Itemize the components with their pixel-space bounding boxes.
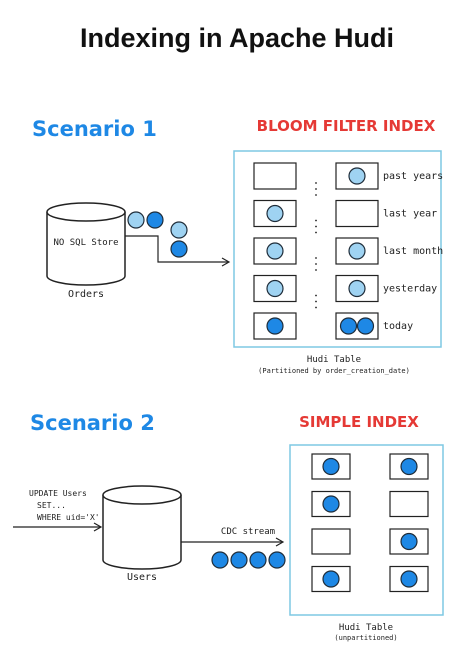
bloom-filter-index-title: BLOOM FILTER INDEX (257, 117, 436, 135)
scenario-1-heading: Scenario 1 (32, 117, 157, 141)
scenario-1: Scenario 1 BLOOM FILTER INDEX NO SQL Sto… (32, 117, 443, 375)
ellipsis-dot (315, 188, 317, 190)
file-box (335, 199, 379, 228)
file-group-row (311, 490, 429, 518)
partition-label: past years (383, 171, 443, 182)
cdc-record-dot (230, 551, 248, 569)
cdc-record-dot (211, 551, 229, 569)
record-dot (266, 317, 284, 335)
ellipsis-dot (315, 219, 317, 222)
hudi-table-caption: Hudi Table (339, 623, 393, 633)
ellipsis-dot (315, 194, 317, 196)
ellipsis-dot (315, 300, 317, 303)
partition-row: last year (253, 199, 437, 234)
incoming-record-dot (127, 211, 145, 229)
partition-row: last month (253, 237, 443, 271)
record-dot (322, 570, 340, 588)
incoming-record-dot (170, 221, 188, 239)
partition-row: yesterday (253, 274, 437, 309)
file-box (253, 274, 297, 303)
ellipsis-dot (315, 225, 317, 228)
ellipsis-dot (315, 269, 317, 271)
record-dot (400, 532, 418, 551)
cdc-record-dot (249, 551, 267, 569)
partition-label: yesterday (383, 284, 437, 295)
hudi-table-subcaption: (Partitioned by order_creation_date) (258, 367, 410, 375)
ellipsis-dot (315, 306, 317, 309)
ellipsis-dot (315, 257, 317, 259)
partition-label: last year (383, 209, 437, 220)
update-arrowhead (93, 522, 103, 532)
file-box (311, 528, 351, 555)
record-dot (322, 457, 340, 476)
record-dot (356, 317, 375, 335)
partition-rows: past years last year last month yesterday to… (253, 162, 443, 340)
partition-label: last month (383, 246, 443, 257)
ellipsis-dot (315, 231, 317, 234)
file-group-row (311, 453, 429, 480)
ellipsis-dot (315, 182, 317, 184)
record-dot (400, 570, 418, 588)
update-statement-line: SET... (37, 501, 66, 510)
partition-row: past years (253, 162, 443, 196)
cdc-stream-arrowhead (275, 537, 285, 547)
file-box (253, 162, 297, 190)
record-dot (322, 495, 340, 513)
record-dot (339, 317, 358, 335)
orders-caption: Orders (68, 289, 104, 300)
partition-row: today (253, 312, 413, 340)
cdc-stream-label: CDC stream (221, 527, 275, 537)
ellipsis-dot (315, 263, 317, 265)
incoming-record-dot (146, 211, 164, 229)
record-dot (266, 279, 284, 298)
ellipsis-dot (315, 294, 317, 297)
partition-label: today (383, 321, 413, 332)
orders-flow-arrowhead (221, 257, 231, 267)
file-group-row (311, 565, 429, 593)
file-box (389, 490, 429, 518)
update-statement-line: WHERE uid='X' (37, 513, 100, 522)
simple-index-title: SIMPLE INDEX (299, 413, 419, 431)
orders-flow-arrow (125, 235, 228, 263)
users-caption: Users (127, 572, 157, 583)
file-group-rows (311, 453, 429, 593)
record-dot (400, 457, 418, 476)
record-dot (348, 167, 366, 185)
update-statement-line: UPDATE Users (29, 489, 87, 498)
cdc-record-dot (268, 551, 286, 569)
file-group-row (311, 528, 429, 555)
scenario-2-heading: Scenario 2 (30, 411, 155, 435)
hudi-table-subcaption: (unpartitioned) (334, 634, 397, 642)
scenario-2: Scenario 2 SIMPLE INDEX UPDATE Users SET… (13, 411, 444, 642)
record-dot (348, 242, 366, 260)
nosql-store-cylinder (46, 202, 126, 286)
record-dot (348, 279, 366, 298)
incoming-record-dot (170, 240, 188, 258)
hudi-table-caption: Hudi Table (307, 355, 361, 365)
record-dot (266, 204, 284, 223)
record-dot (266, 242, 284, 260)
nosql-store-label: NO SQL Store (53, 238, 118, 248)
page-title: Indexing in Apache Hudi (80, 23, 394, 53)
users-store-cylinder (102, 485, 182, 570)
